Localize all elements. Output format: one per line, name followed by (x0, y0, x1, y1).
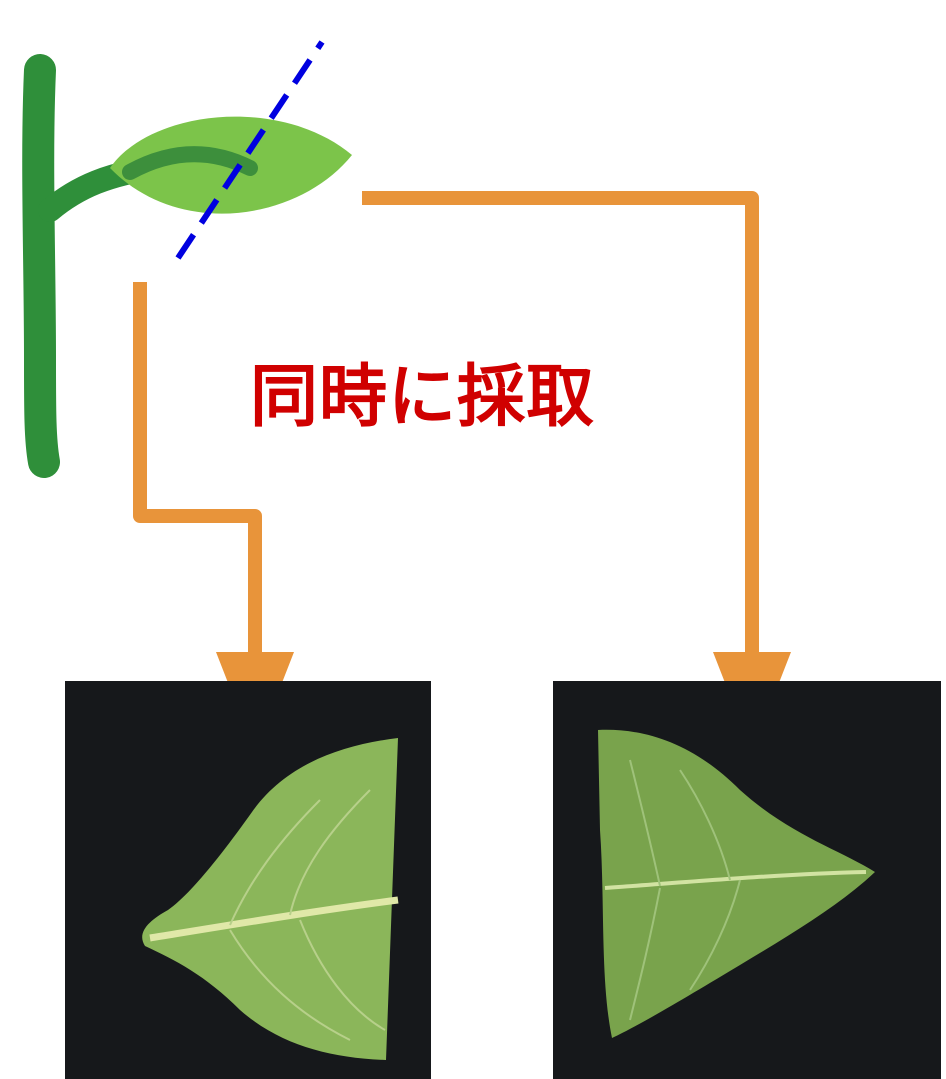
leaf-base-photo (65, 681, 431, 1079)
plant-stem (38, 70, 44, 462)
leaf-tip-photo (553, 681, 941, 1079)
right-elbow-arrow-icon (362, 198, 791, 752)
caption-text: 同時に採取 (250, 358, 690, 438)
